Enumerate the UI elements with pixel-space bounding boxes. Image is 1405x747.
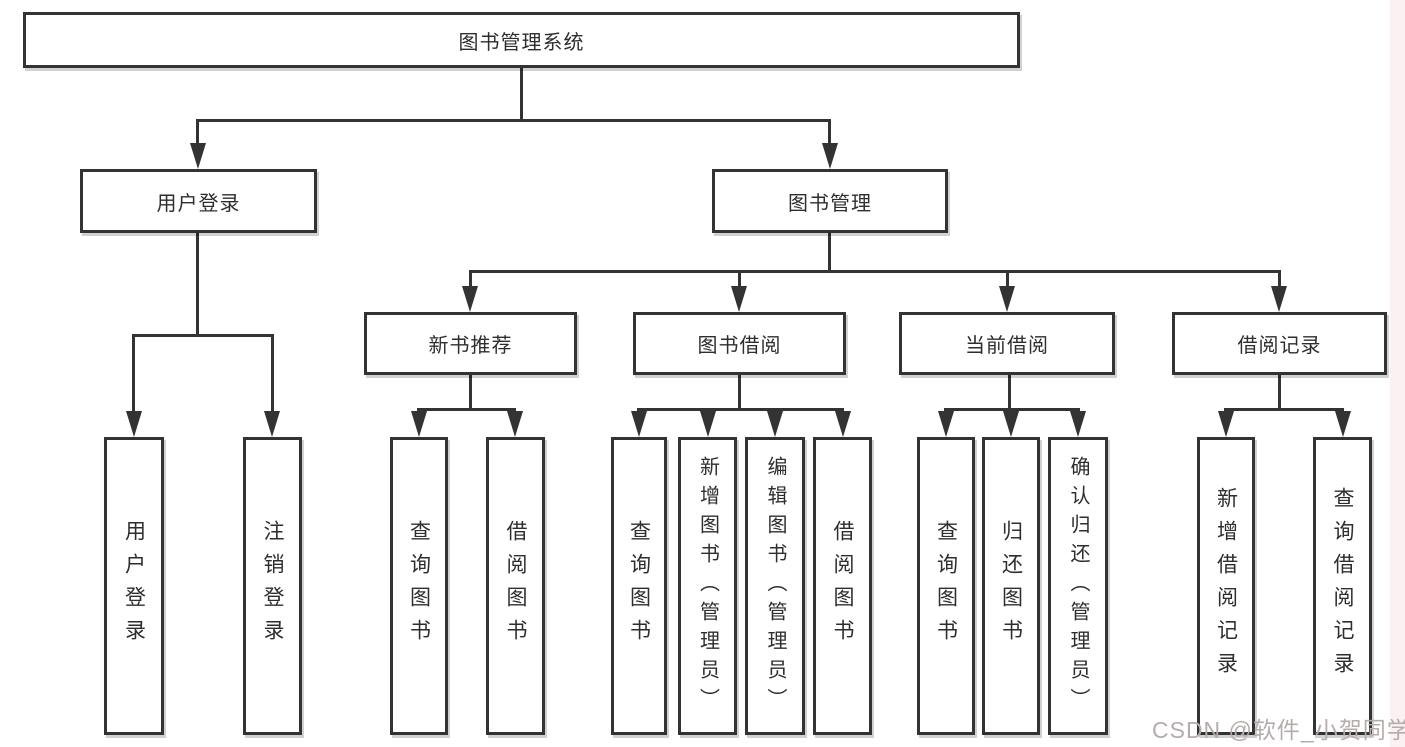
connector-vline (1278, 375, 1281, 408)
arrowhead-icon (767, 411, 783, 437)
connector-hline (469, 270, 1281, 273)
connector-hline (637, 408, 844, 411)
connector-vline (828, 233, 831, 270)
node-borrowing-records: 借阅记录 (1172, 312, 1387, 375)
connector-vline (1006, 270, 1009, 288)
connector-vline (1008, 375, 1011, 408)
leaf-query-books-current: 查询图书 (917, 437, 975, 735)
node-book-borrowing: 图书借阅 (633, 312, 846, 375)
leaf-return-books: 归还图书 (982, 437, 1040, 735)
connector-hline (417, 408, 516, 411)
leaf-borrow-books-borrowing: 借阅图书 (813, 437, 872, 735)
leaf-query-borrow-record: 查询借阅记录 (1313, 437, 1372, 735)
node-user-login: 用户登录 (80, 169, 317, 233)
watermark: CSDN @软件_小贺同学 (1152, 717, 1405, 743)
connector-hline (196, 119, 831, 122)
leaf-edit-books-admin: 编辑图书（管理员） (745, 437, 805, 735)
connector-vline (738, 270, 741, 288)
connector-hline (944, 408, 1080, 411)
connector-vline (738, 375, 741, 408)
arrowhead-icon (1070, 411, 1086, 437)
connector-vline (132, 334, 135, 413)
leaf-confirm-return-admin: 确认归还（管理员） (1048, 437, 1108, 735)
arrowhead-icon (999, 286, 1015, 312)
arrowhead-icon (938, 411, 954, 437)
arrowhead-icon (1218, 411, 1234, 437)
connector-vline (469, 375, 472, 408)
arrowhead-icon (462, 286, 478, 312)
connector-vline (271, 334, 274, 413)
leaf-user-login: 用户登录 (104, 437, 164, 735)
connector-vline (1278, 270, 1281, 288)
arrowhead-icon (190, 143, 206, 169)
connector-vline (196, 233, 199, 334)
leaf-add-borrow-record: 新增借阅记录 (1197, 437, 1255, 735)
arrowhead-icon (731, 286, 747, 312)
node-new-book-recommend: 新书推荐 (364, 312, 577, 375)
leaf-logout: 注销登录 (243, 437, 302, 735)
arrowhead-icon (822, 143, 838, 169)
node-library-system: 图书管理系统 (23, 12, 1020, 68)
connector-vline (196, 119, 199, 145)
leaf-add-books-admin: 新增图书（管理员） (678, 437, 737, 735)
arrowhead-icon (411, 411, 427, 437)
leaf-query-books-recommend: 查询图书 (390, 437, 448, 735)
arrowhead-icon (507, 411, 523, 437)
arrowhead-icon (1335, 411, 1351, 437)
node-book-management: 图书管理 (712, 169, 948, 233)
node-current-borrowing: 当前借阅 (899, 312, 1115, 375)
connector-hline (1224, 408, 1344, 411)
arrowhead-icon (126, 411, 142, 437)
right-edge-tint (1390, 0, 1405, 747)
connector-vline (828, 119, 831, 145)
arrowhead-icon (631, 411, 647, 437)
arrowhead-icon (1271, 286, 1287, 312)
arrowhead-icon (835, 411, 851, 437)
connector-hline (132, 334, 274, 337)
arrowhead-icon (1003, 411, 1019, 437)
connector-vline (469, 270, 472, 288)
arrowhead-icon (700, 411, 716, 437)
connector-vline (520, 68, 523, 119)
leaf-query-books-borrowing: 查询图书 (611, 437, 667, 735)
arrowhead-icon (264, 411, 280, 437)
leaf-borrow-books-recommend: 借阅图书 (486, 437, 545, 735)
